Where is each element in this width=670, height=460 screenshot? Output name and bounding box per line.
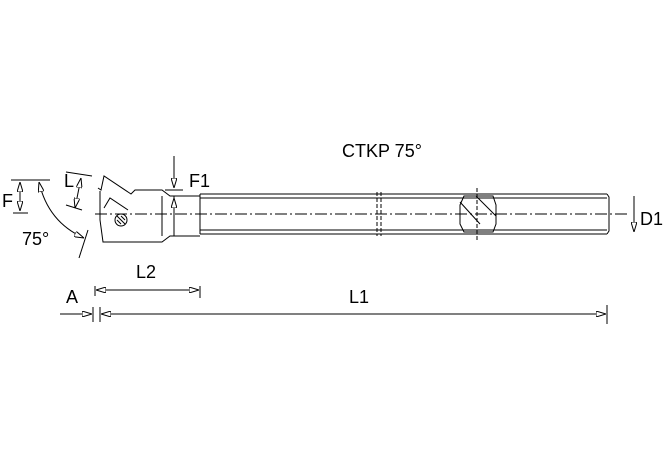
dim-A-L1 bbox=[60, 305, 608, 324]
tool-head bbox=[97, 175, 200, 243]
label-A: A bbox=[66, 287, 79, 307]
label-angle: 75° bbox=[22, 229, 50, 249]
label-L: L bbox=[64, 171, 75, 191]
label-L1: L1 bbox=[349, 287, 370, 307]
dim-L2 bbox=[94, 286, 201, 298]
label-L2: L2 bbox=[136, 262, 157, 282]
tool-shank bbox=[199, 188, 610, 240]
drawing-title: CTKP 75° bbox=[342, 141, 422, 161]
label-D1: D1 bbox=[640, 209, 664, 229]
label-F1: F1 bbox=[189, 171, 211, 191]
dim-F1 bbox=[165, 156, 183, 212]
dim-angle bbox=[39, 182, 89, 259]
label-F: F bbox=[2, 191, 13, 211]
dim-F bbox=[11, 179, 50, 214]
